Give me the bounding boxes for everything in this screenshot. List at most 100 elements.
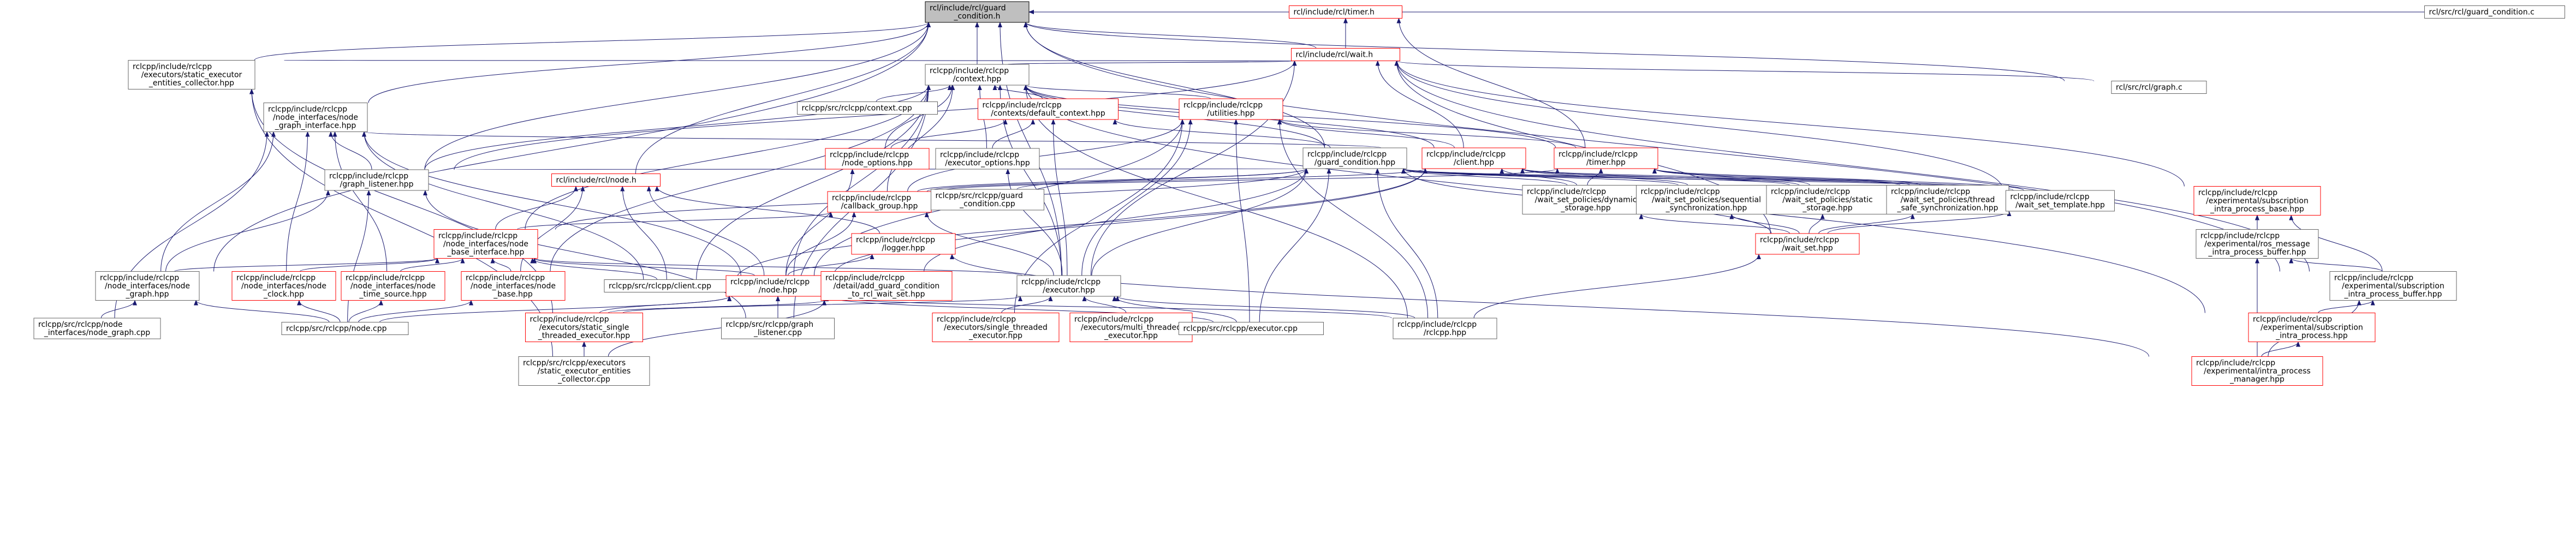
file-node-node-hpp[interactable]: rclcpp/include/rclcpp/node.hpp: [725, 275, 830, 297]
file-node-label: _executor.hpp: [968, 332, 1022, 340]
file-node-label: /callback_group.hpp: [841, 202, 918, 211]
file-node-node-options-hpp[interactable]: rclcpp/include/rclcpp/node_options.hpp: [825, 148, 930, 170]
file-node-wait-set-hpp[interactable]: rclcpp/include/rclcpp/wait_set.hpp: [1755, 233, 1860, 255]
file-node-label: /node_interfaces/node: [273, 113, 358, 122]
file-node-label: rclcpp/include/rclcpp: [1558, 150, 1638, 159]
file-node-default-context-hpp[interactable]: rclcpp/include/rclcpp/contexts/default_c…: [978, 98, 1119, 120]
file-node-label: rclcpp/include/rclcpp: [2253, 315, 2332, 324]
file-node-guard-condition-cpp[interactable]: rclcpp/src/rclcpp/guard_condition.cpp: [931, 189, 1044, 211]
file-node-label: rclcpp/include/rclcpp: [2198, 189, 2277, 198]
file-node-label: rclcpp/include/rclcpp: [2010, 193, 2090, 201]
file-node-box: [2006, 190, 2115, 212]
file-node-label: /wait_set_template.hpp: [2015, 201, 2105, 210]
file-node-node-h[interactable]: rcl/include/rcl/node.h: [551, 174, 661, 187]
file-node-guard-condition-hpp[interactable]: rclcpp/include/rclcpp/guard_condition.hp…: [1302, 147, 1407, 169]
file-node-label: rclcpp/include/rclcpp: [830, 151, 909, 159]
file-node-label: /node_interfaces/node: [471, 282, 556, 291]
file-node-label: /experimental/subscription: [2342, 282, 2444, 291]
edge-node-base-interface-hpp-to-node-h: [495, 186, 578, 230]
edge-executor-hpp-to-utilities-hpp: [1081, 119, 1193, 276]
file-node-node-base-interface-hpp[interactable]: rclcpp/include/rclcpp/node_interfaces/no…: [433, 229, 538, 259]
file-node-label: /executors/single_threaded: [944, 324, 1048, 332]
file-node-label: rclcpp/include/rclcpp: [1771, 188, 1850, 196]
file-node-executor-cpp[interactable]: rclcpp/src/rclcpp/executor.cpp: [1179, 322, 1324, 335]
file-node-client-hpp[interactable]: rclcpp/include/rclcpp/client.hpp: [1421, 147, 1526, 169]
edge-timer-hpp-to-context-hpp: [1024, 85, 1556, 148]
file-node-ros-message-intra-process-buffer-hpp[interactable]: rclcpp/include/rclcpp/experimental/ros_m…: [2196, 229, 2319, 259]
edge-graph-listener-hpp-to-node-graph-interface-hpp: [329, 131, 372, 170]
file-node-client-cpp[interactable]: rclcpp/src/rclcpp/client.cpp: [604, 279, 740, 292]
file-node-wait-h[interactable]: rcl/include/rcl/wait.h: [1291, 48, 1400, 61]
file-node-static-storage-hpp[interactable]: rclcpp/include/rclcpp/wait_set_policies/…: [1766, 185, 1889, 214]
file-node-logger-hpp[interactable]: rclcpp/include/rclcpp/logger.hpp: [851, 233, 956, 255]
file-node-label: rclcpp/include/rclcpp: [1183, 101, 1263, 110]
edge-static-single-threaded-executor-hpp-to-add-guard-condition-hpp: [608, 300, 826, 313]
file-node-executor-options-hpp[interactable]: rclcpp/include/rclcpp/executor_options.h…: [935, 148, 1040, 170]
file-node-node-base-hpp[interactable]: rclcpp/include/rclcpp/node_interfaces/no…: [461, 271, 566, 301]
file-node-box: [2424, 5, 2565, 19]
file-node-static-executor-entities-collector-hpp[interactable]: rclcpp/include/rclcpp/executors/static_e…: [128, 60, 255, 89]
file-node-single-threaded-executor-hpp[interactable]: rclcpp/include/rclcpp/executors/single_t…: [932, 313, 1060, 342]
file-node-rclcpp-hpp[interactable]: rclcpp/include/rclcpp/rclcpp.hpp: [1393, 318, 1497, 339]
file-node-label: /experimental/subscription: [2206, 197, 2309, 206]
file-node-guard-condition-c[interactable]: rcl/src/rcl/guard_condition.c: [2424, 5, 2565, 19]
edge-sequential-sync-hpp-to-client-hpp: [1520, 168, 1688, 186]
file-node-box: [2329, 271, 2457, 301]
file-node-static-single-threaded-executor-hpp[interactable]: rclcpp/include/rclcpp/executors/static_s…: [525, 313, 643, 342]
file-node-executor-hpp[interactable]: rclcpp/include/rclcpp/executor.hpp: [1016, 275, 1121, 297]
file-node-label: rclcpp/include/rclcpp: [1307, 150, 1387, 159]
file-node-timer-h[interactable]: rcl/include/rcl/timer.h: [1289, 5, 1402, 19]
file-node-box: [932, 313, 1060, 342]
file-node-subscription-intra-process-hpp[interactable]: rclcpp/include/rclcpp/experimental/subsc…: [2248, 313, 2376, 342]
file-node-node-graph-interface-hpp[interactable]: rclcpp/include/rclcpp/node_interfaces/no…: [263, 103, 368, 132]
edge-graph-listener-hpp-to-guard-condition-h: [424, 22, 931, 170]
file-node-node-clock-hpp[interactable]: rclcpp/include/rclcpp/node_interfaces/no…: [231, 271, 336, 301]
file-node-label: rclcpp/include/rclcpp: [2196, 359, 2275, 368]
edge-static-executor-entities-collector-hpp-to-guard-condition-h: [254, 22, 931, 61]
file-node-wait-set-template-hpp[interactable]: rclcpp/include/rclcpp/wait_set_template.…: [2006, 190, 2115, 212]
edge-rclcpp-hpp-to-guard-condition-hpp: [1375, 168, 1438, 319]
edge-node-hpp-to-node-h: [646, 186, 765, 276]
file-node-graph-c[interactable]: rcl/src/rcl/graph.c: [2111, 81, 2207, 94]
file-node-box: [1179, 322, 1324, 335]
file-node-node-graph-cpp[interactable]: rclcpp/src/rclcpp/node_interfaces/node_g…: [33, 318, 161, 339]
file-node-add-guard-condition-hpp[interactable]: rclcpp/include/rclcpp/detail/add_guard_c…: [820, 271, 953, 301]
file-node-subscription-intra-process-base-hpp[interactable]: rclcpp/include/rclcpp/experimental/subsc…: [2193, 186, 2321, 216]
edge-client-cpp-to-client-hpp: [736, 168, 1427, 280]
edge-default-context-hpp-to-context-hpp: [992, 85, 1043, 99]
file-node-label: _intra_process_base.hpp: [2210, 205, 2304, 214]
file-node-label: rclcpp/src/rclcpp/guard: [936, 192, 1023, 200]
file-node-intra-process-manager-hpp[interactable]: rclcpp/include/rclcpp/experimental/intra…: [2191, 356, 2323, 386]
file-node-dynamic-storage-hpp[interactable]: rclcpp/include/rclcpp/wait_set_policies/…: [1522, 185, 1650, 214]
file-node-context-hpp[interactable]: rclcpp/include/rclcpp/context.hpp: [925, 64, 1030, 86]
file-node-box: [820, 271, 953, 301]
file-node-label: _safe_synchronization.hpp: [1896, 204, 1998, 213]
edge-multi-threaded-executor-hpp-to-executor-hpp: [1082, 296, 1127, 313]
edge-executor-cpp-to-guard-condition-hpp: [1259, 168, 1331, 322]
file-node-label: _collector.cpp: [557, 375, 610, 384]
file-node-static-executor-entities-collector-cpp[interactable]: rclcpp/src/rclcpp/executors/static_execu…: [518, 356, 650, 386]
file-node-label: rclcpp/include/rclcpp: [730, 278, 810, 286]
file-node-multi-threaded-executor-hpp[interactable]: rclcpp/include/rclcpp/executors/multi_th…: [1069, 313, 1193, 342]
file-node-label: rclcpp/include/rclcpp: [530, 315, 609, 324]
edge-add-guard-condition-hpp-to-guard-condition-hpp: [924, 168, 1308, 272]
file-node-subscription-intra-process-buffer-hpp[interactable]: rclcpp/include/rclcpp/experimental/subsc…: [2329, 271, 2457, 301]
file-node-node-cpp[interactable]: rclcpp/src/rclcpp/node.cpp: [281, 322, 409, 335]
file-node-context-cpp[interactable]: rclcpp/src/rclcpp/context.cpp: [797, 101, 938, 115]
edge-executor-hpp-to-default-context-hpp: [1051, 119, 1068, 276]
file-node-thread-safe-sync-hpp[interactable]: rclcpp/include/rclcpp/wait_set_policies/…: [1886, 185, 2009, 214]
file-node-node-time-source-hpp[interactable]: rclcpp/include/rclcpp/node_interfaces/no…: [341, 271, 445, 301]
file-node-callback-group-hpp[interactable]: rclcpp/include/rclcpp/callback_group.hpp: [827, 191, 932, 213]
file-node-utilities-hpp[interactable]: rclcpp/include/rclcpp/utilities.hpp: [1179, 98, 1283, 120]
file-node-box: [725, 275, 830, 297]
file-node-sequential-sync-hpp[interactable]: rclcpp/include/rclcpp/wait_set_policies/…: [1636, 185, 1777, 214]
file-node-node-graph-hpp[interactable]: rclcpp/include/rclcpp/node_interfaces/no…: [95, 271, 200, 301]
file-node-timer-hpp[interactable]: rclcpp/include/rclcpp/timer.hpp: [1554, 147, 1658, 169]
file-node-graph-listener-cpp[interactable]: rclcpp/src/rclcpp/graph_listener.cpp: [721, 318, 835, 339]
edge-subscription-intra-process-buffer-hpp-to-guard-condition-h: [1024, 22, 2280, 272]
file-node-label: rclcpp/include/rclcpp: [1527, 188, 1606, 196]
file-node-graph-listener-hpp[interactable]: rclcpp/include/rclcpp/graph_listener.hpp: [324, 169, 429, 191]
file-node-label: rcl/include/rcl/guard: [930, 4, 1006, 13]
edge-node-cpp-to-node-base-hpp: [358, 300, 473, 322]
edge-callback-group-hpp-to-client-hpp: [926, 168, 1427, 192]
